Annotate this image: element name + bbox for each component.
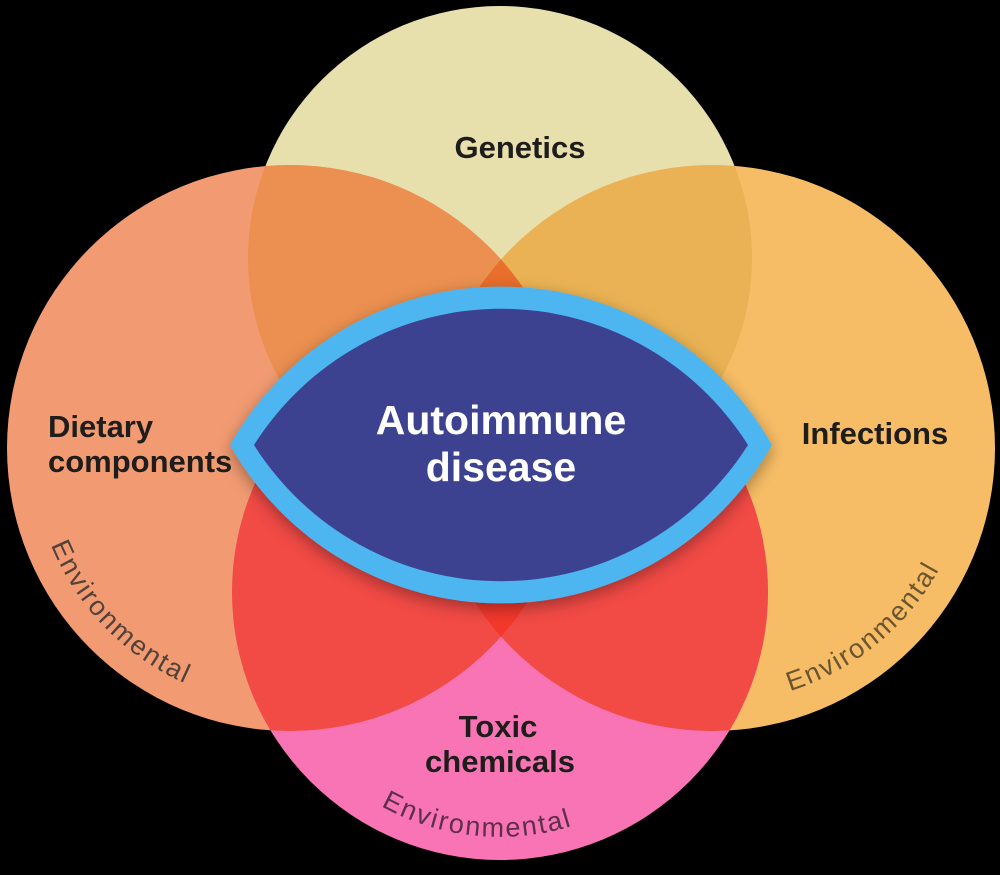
label-toxic-line1: Toxic — [459, 709, 538, 744]
label-dietary-line1: Dietary — [48, 409, 154, 444]
label-genetics: Genetics — [455, 130, 586, 165]
label-dietary-line2: components — [48, 444, 232, 479]
label-infections: Infections — [802, 416, 948, 451]
center-label-line1: Autoimmune — [376, 397, 627, 443]
lens-fill — [254, 308, 748, 582]
center-label-line2: disease — [426, 444, 576, 490]
center-lens — [230, 286, 772, 604]
label-toxic-line2: chemicals — [425, 744, 575, 779]
